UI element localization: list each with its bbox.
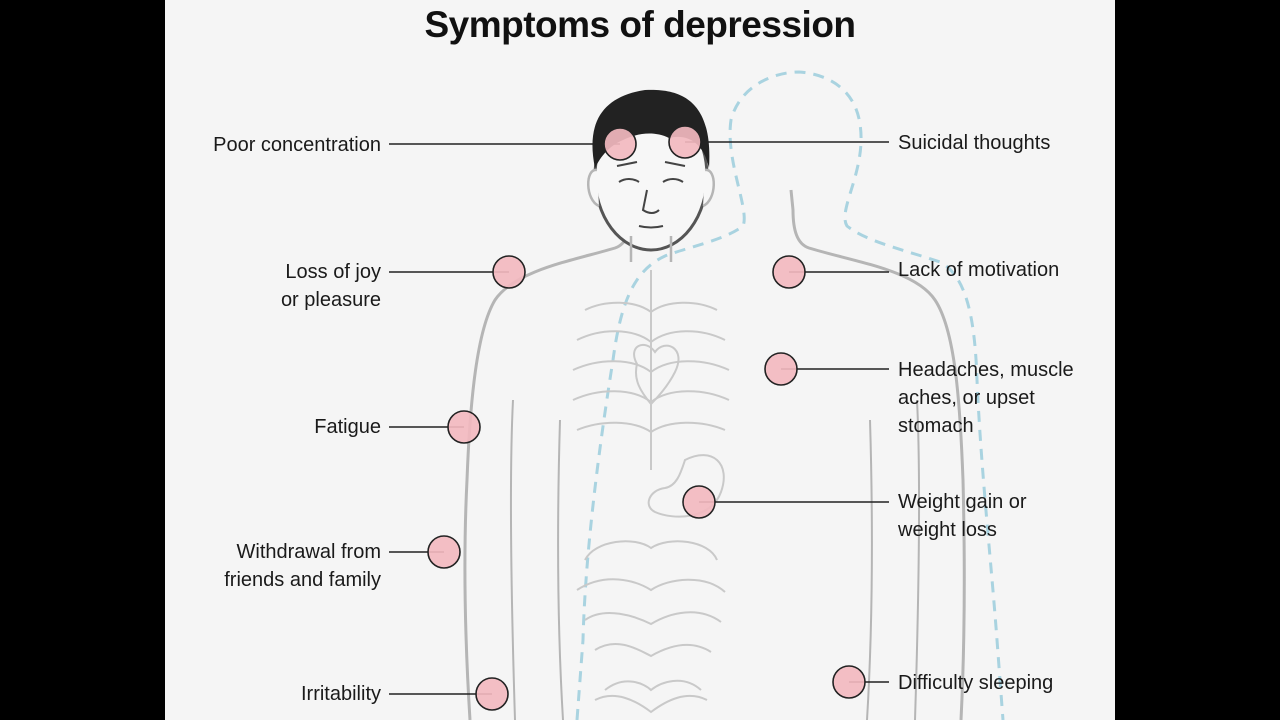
label-irritability: Irritability [300, 683, 381, 705]
symptom-dot-irritability [475, 677, 509, 711]
inner-arm-left [509, 399, 564, 720]
body-outline [463, 189, 966, 720]
label-withdrawal: Withdrawal from friends and family [224, 541, 381, 591]
intestines [576, 540, 726, 692]
symptom-dot-suicidal-thoughts [668, 125, 702, 159]
symptom-dot-fatigue [447, 410, 481, 444]
stomach [647, 454, 725, 518]
brows [616, 161, 686, 167]
symptom-dot-loss-of-joy [492, 255, 526, 289]
label-lack-of-motivation: Lack of motivation [898, 259, 1060, 281]
inner-arm-right [866, 399, 921, 720]
symptom-dot-weight-change [682, 485, 716, 519]
mouth [638, 225, 664, 229]
label-headaches: Headaches, muscle aches, or upset stomac… [898, 359, 1074, 437]
symptom-dot-difficulty-sleeping [832, 665, 866, 699]
label-poor-concentration: Poor concentration [213, 134, 381, 156]
symptom-dot-withdrawal [427, 535, 461, 569]
ribcage [572, 270, 730, 470]
symptom-dot-lack-of-motivation [772, 255, 806, 289]
symptom-dot-headaches [764, 352, 798, 386]
hair [592, 89, 710, 168]
label-fatigue: Fatigue [314, 416, 381, 438]
symptom-dot-poor-concentration [603, 127, 637, 161]
diagram-panel: Symptoms of depression Poor concentratio… [165, 0, 1115, 720]
label-difficulty-sleeping: Difficulty sleeping [898, 672, 1054, 694]
eyes [618, 178, 684, 183]
label-loss-of-joy: Loss of joy or pleasure [280, 261, 381, 311]
label-suicidal-thoughts: Suicidal thoughts [898, 132, 1051, 154]
heart [633, 343, 680, 406]
aura-outline [575, 70, 1005, 720]
label-weight-change: Weight gain or weight loss [898, 491, 1027, 541]
ear-right [702, 168, 715, 208]
body-figure [389, 70, 1005, 720]
nose [641, 189, 660, 214]
neck [629, 236, 673, 262]
diagram-title: Symptoms of depression [424, 4, 856, 45]
pelvis [594, 695, 708, 714]
ear-left [587, 168, 600, 208]
